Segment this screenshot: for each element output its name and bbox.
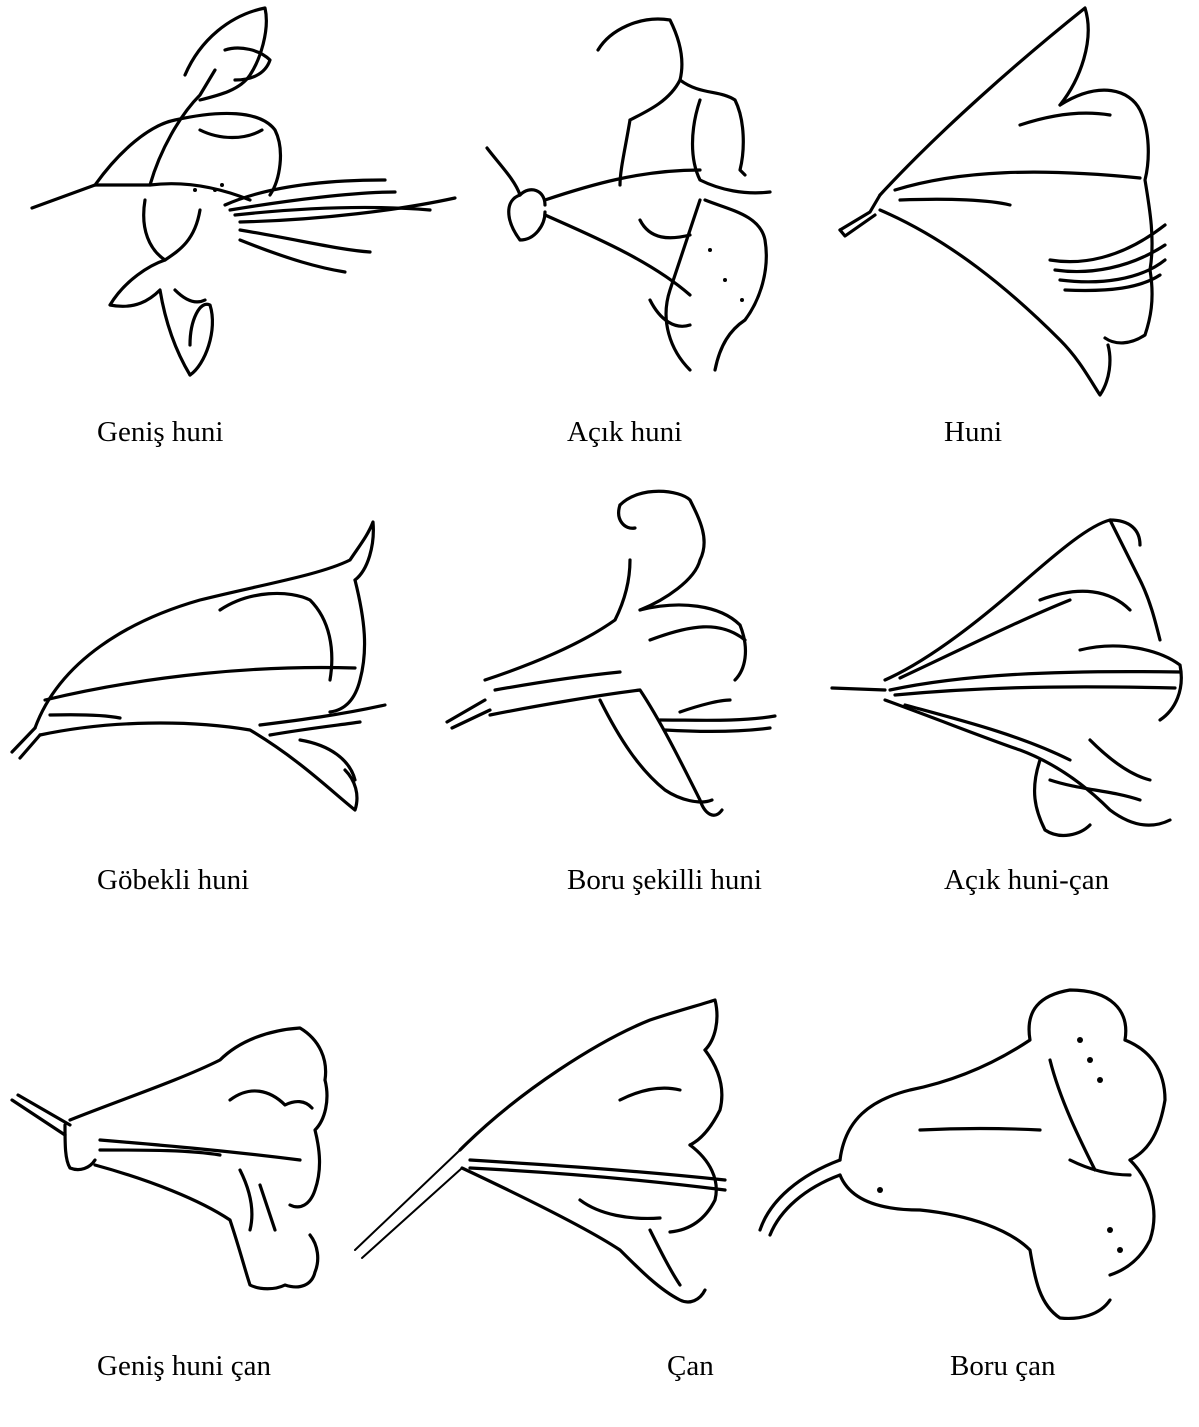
caption-gobekli-huni: Göbekli huni xyxy=(97,866,249,895)
caption-acik-huni-can: Açık huni-çan xyxy=(944,866,1109,895)
caption-can: Çan xyxy=(667,1352,714,1381)
caption-genis-huni: Geniş huni xyxy=(97,418,223,447)
caption-boru-sekilli-huni: Boru şekilli huni xyxy=(567,866,762,895)
caption-genis-huni-can: Geniş huni çan xyxy=(97,1352,271,1381)
caption-boru-can: Boru çan xyxy=(950,1352,1056,1381)
caption-huni: Huni xyxy=(944,418,1002,447)
caption-acik-huni: Açık huni xyxy=(567,418,682,447)
